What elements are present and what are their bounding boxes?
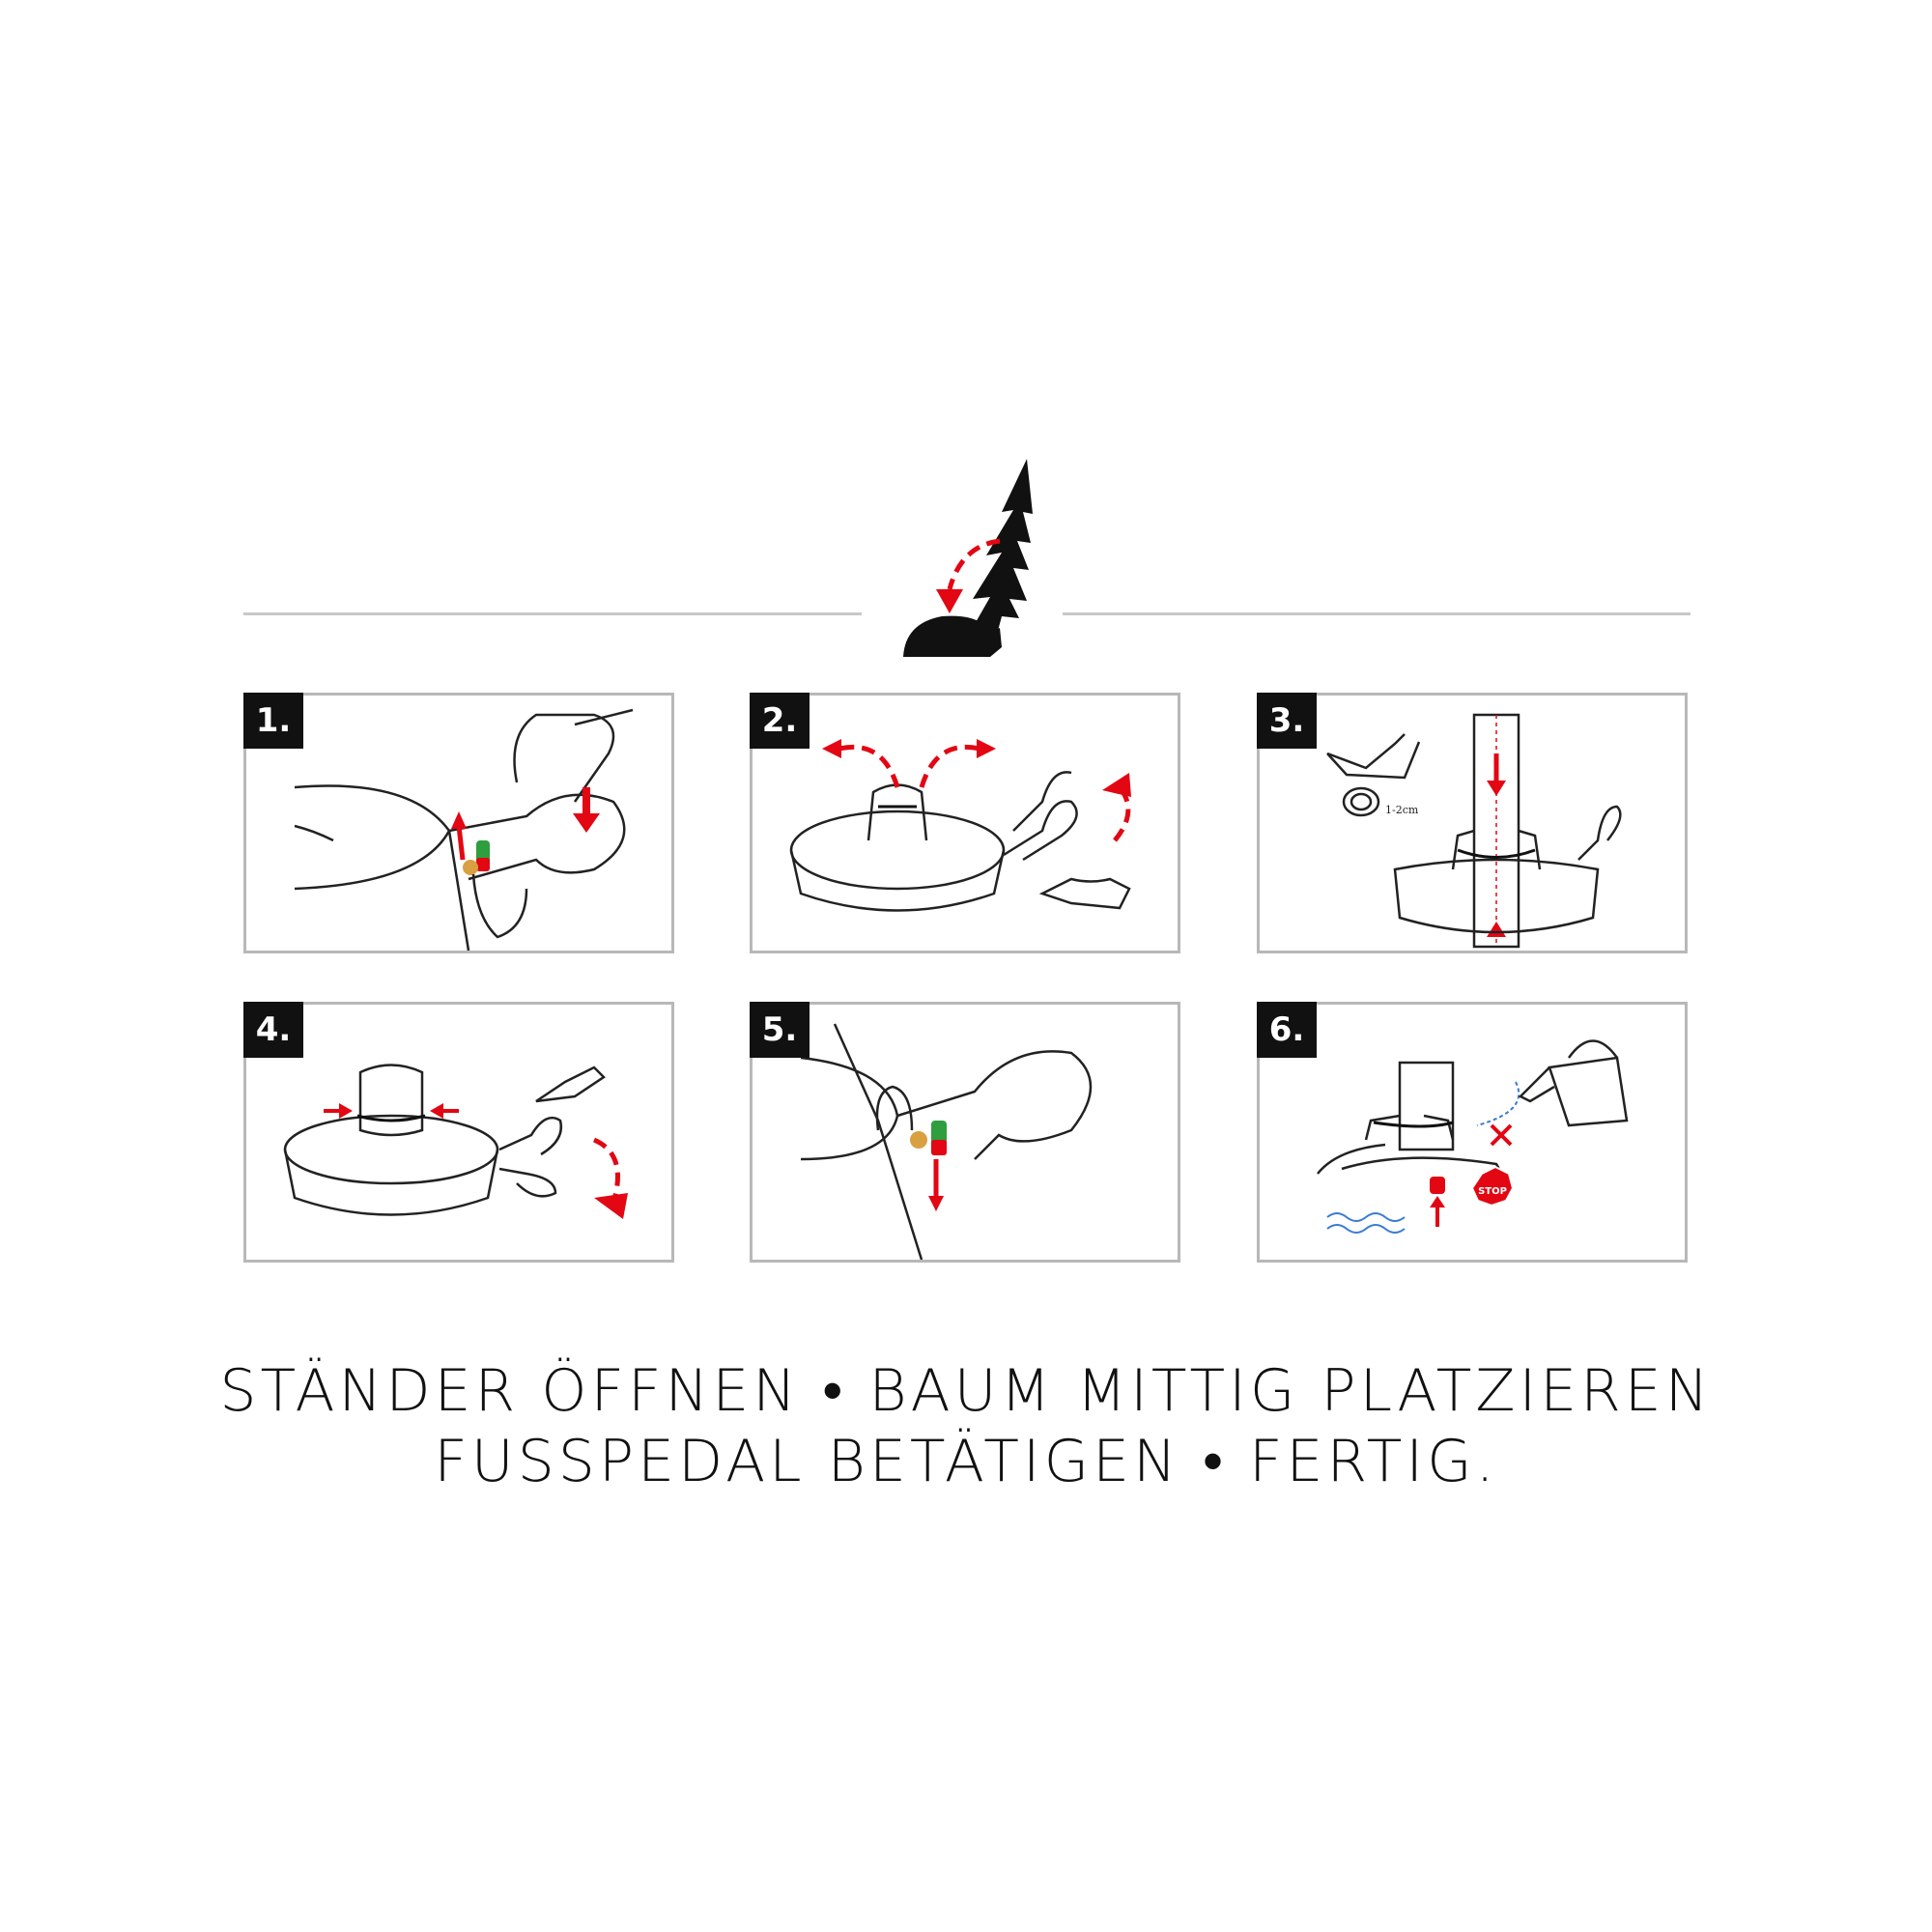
water-stop-icon: STOP [1317, 1039, 1629, 1234]
step-number-badge: 2. [750, 693, 810, 749]
caption-line-2: FUSSPEDAL BETÄTIGEN • FERTIG. [434, 1428, 1498, 1495]
step-number-badge: 6. [1257, 1002, 1317, 1058]
caption-line-1: STÄNDER ÖFFNEN • BAUM MITTIG PLATZIEREN [219, 1357, 1713, 1425]
open-stand-lever-icon [294, 708, 634, 951]
divider-right [1063, 612, 1690, 615]
step-number-badge: 4. [243, 1002, 303, 1058]
step-1-panel: 1. [243, 693, 674, 953]
step-number-badge: 1. [243, 693, 303, 749]
step-3-panel: 3. 1-2cm [1257, 693, 1688, 953]
close-clamps-pedal-icon [283, 1064, 628, 1219]
insert-trunk-icon: 1-2cm [1326, 713, 1622, 949]
step-5-panel: 5. [750, 1002, 1180, 1263]
step-number-badge: 3. [1257, 693, 1317, 749]
lock-lever-icon [800, 1023, 1093, 1260]
cut-length-label: 1-2cm [1385, 804, 1419, 816]
step-4-panel: 4. [243, 1002, 674, 1263]
stop-sign-label: STOP [1478, 1186, 1507, 1197]
open-clamps-icon [789, 739, 1131, 912]
tree-stand-icon [903, 459, 1033, 657]
divider-left [243, 612, 862, 615]
step-6-panel: 6. STOP [1257, 1002, 1688, 1263]
step-number-badge: 5. [750, 1002, 810, 1058]
step-2-panel: 2. [750, 693, 1180, 953]
